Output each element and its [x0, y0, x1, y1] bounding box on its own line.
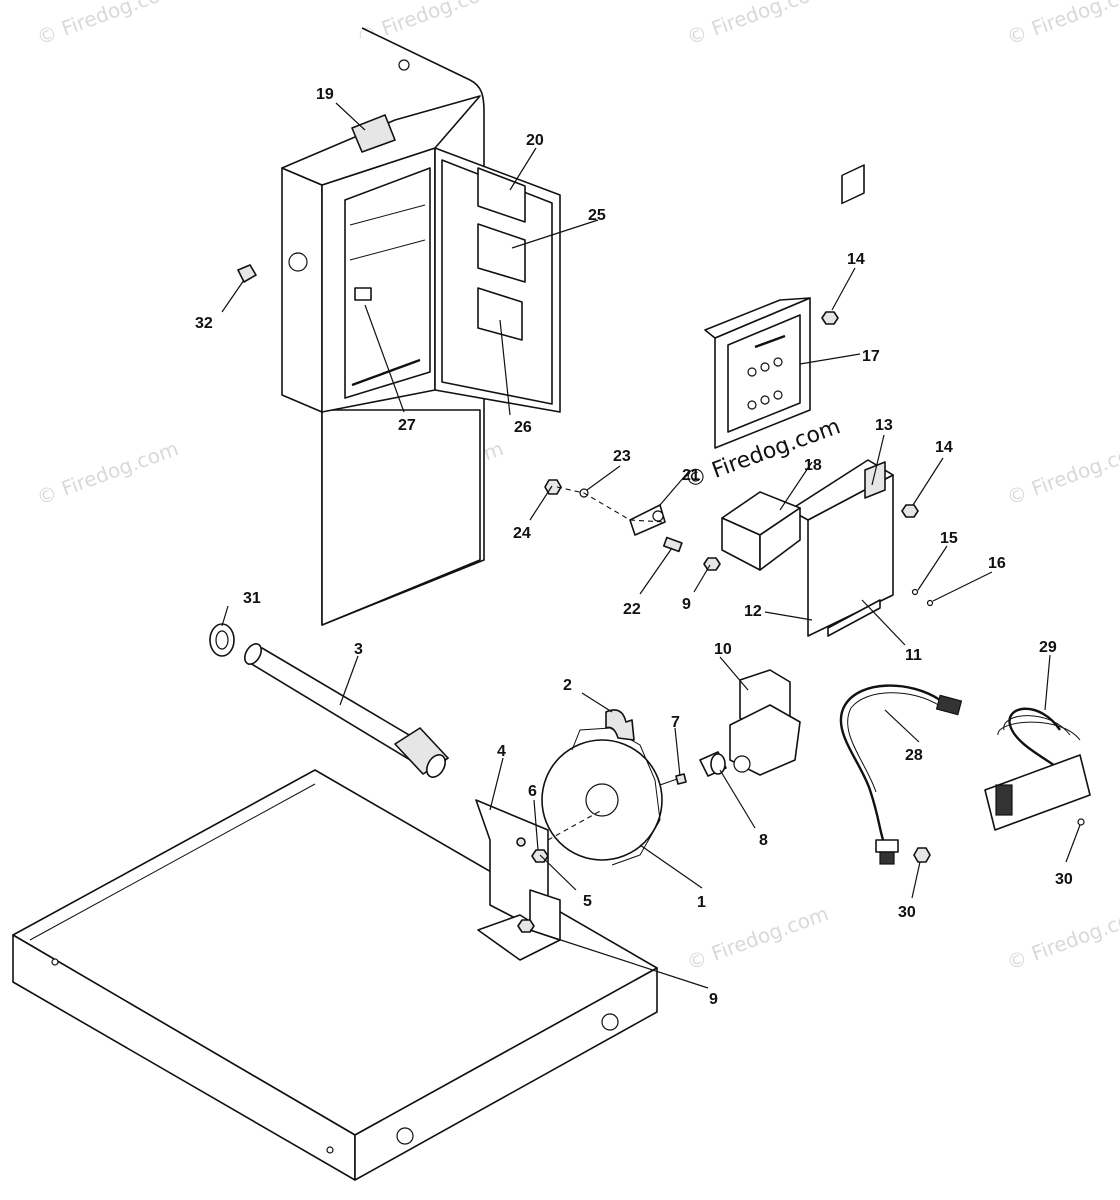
callout-labels: 19 20 25 26 27 32 14 17 13 14 18 15 16 1… — [195, 86, 1073, 1008]
callout-24: 24 — [513, 525, 531, 542]
tube-3 — [244, 643, 449, 778]
callout-2: 2 — [563, 677, 572, 694]
base-pan — [12, 769, 658, 1181]
callout-12: 12 — [744, 603, 762, 620]
coupling-8 — [699, 751, 727, 777]
leader-lines — [221, 102, 1081, 989]
control-cabinet — [281, 27, 561, 626]
callout-7: 7 — [671, 714, 680, 731]
callout-14-upper: 14 — [847, 251, 865, 268]
hardware-screws — [237, 264, 1085, 863]
callout-27: 27 — [398, 417, 416, 434]
callout-28: 28 — [905, 747, 923, 764]
callout-23: 23 — [613, 448, 631, 465]
callout-30-left: 30 — [898, 904, 916, 921]
callout-18: 18 — [804, 457, 822, 474]
watermark: © Firedog.com — [684, 0, 832, 50]
wire-harness-28 — [839, 684, 963, 865]
bracket-4 — [475, 799, 561, 961]
callout-11: 11 — [905, 647, 922, 664]
screws-5-6-7 — [516, 773, 687, 933]
callout-9-lower: 9 — [709, 991, 718, 1008]
callout-10: 10 — [714, 641, 732, 658]
watermark: © Firedog.com — [1004, 436, 1120, 509]
callout-3: 3 — [354, 641, 363, 658]
callout-15: 15 — [940, 530, 958, 547]
callout-13: 13 — [875, 417, 893, 434]
circuit-board-12 — [789, 164, 894, 637]
callout-9-upper: 9 — [682, 596, 691, 613]
callout-1: 1 — [697, 894, 706, 911]
callout-14-lower: 14 — [935, 439, 953, 456]
callout-22: 22 — [623, 601, 641, 618]
callout-20: 20 — [526, 132, 544, 149]
callout-30-right: 30 — [1055, 871, 1073, 888]
relay-18 — [721, 491, 801, 571]
callout-25: 25 — [588, 207, 606, 224]
watermark: © Firedog.com — [684, 901, 832, 974]
callout-21: 21 — [682, 467, 700, 484]
watermark: © Firedog.com — [1004, 0, 1120, 50]
grommet-31 — [209, 623, 235, 657]
callout-8: 8 — [759, 832, 768, 849]
callout-5: 5 — [583, 893, 592, 910]
callout-4: 4 — [497, 743, 506, 760]
callout-19: 19 — [316, 86, 334, 103]
hardware-bracket-21 — [629, 504, 666, 536]
callout-31: 31 — [243, 590, 261, 607]
callout-29: 29 — [1039, 639, 1057, 656]
blower-1 — [541, 727, 663, 866]
elbow-fitting-2 — [605, 709, 635, 741]
gas-valve-10 — [729, 669, 801, 776]
callout-26: 26 — [514, 419, 532, 436]
control-board-17 — [704, 297, 811, 449]
watermark: © Firedog.com — [1004, 901, 1120, 974]
callout-32: 32 — [195, 315, 213, 332]
watermark: © Firedog.com — [34, 436, 182, 509]
watermark: © Firedog.com — [34, 0, 182, 50]
callout-17: 17 — [862, 348, 880, 365]
callout-6: 6 — [528, 783, 537, 800]
callout-16: 16 — [988, 555, 1006, 572]
dashed-assembly-line — [556, 486, 666, 523]
wire-harness-29 — [984, 707, 1091, 831]
